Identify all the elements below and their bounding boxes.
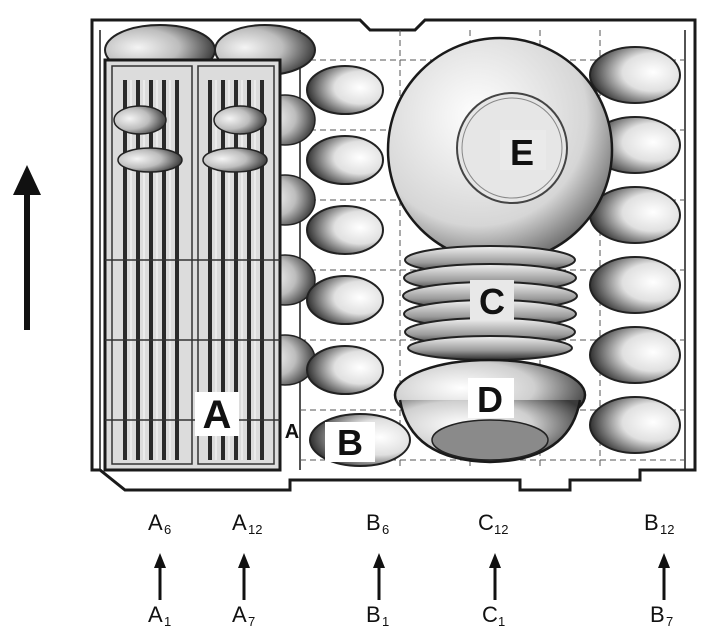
column-5-top-sub: 12 xyxy=(660,522,674,537)
cup-b2 xyxy=(306,345,384,395)
cup-b5 xyxy=(306,135,384,185)
column-2: A 12 A 7 xyxy=(232,510,262,629)
column-1-top-sub: 6 xyxy=(164,522,171,537)
plate-e: E xyxy=(386,36,614,264)
column-4: C 12 C 1 xyxy=(478,510,508,629)
column-1-top-label: A xyxy=(148,510,163,535)
column-5: B 12 B 7 xyxy=(644,510,674,629)
cup-b7 xyxy=(589,396,681,454)
loading-order-legend: A 6 A 1 A 12 A 7 B 6 B 1 C 12 xyxy=(148,510,674,629)
label-d: D xyxy=(477,379,503,420)
column-1-bottom-sub: 1 xyxy=(164,614,171,629)
cup-b6 xyxy=(306,65,384,115)
column-4-bottom-sub: 1 xyxy=(498,614,505,629)
column-3-top-sub: 6 xyxy=(382,522,389,537)
column-3-bottom-label: B xyxy=(366,602,381,627)
column-3-bottom-sub: 1 xyxy=(382,614,389,629)
label-e: E xyxy=(510,132,534,173)
column-5-bottom-label: B xyxy=(650,602,665,627)
cup-b3 xyxy=(306,275,384,325)
column-4-top-sub: 12 xyxy=(494,522,508,537)
label-b: B xyxy=(337,422,363,463)
cup-b4 xyxy=(306,205,384,255)
bowl-d: D xyxy=(393,358,587,464)
label-a: A xyxy=(203,393,232,437)
column-2-bottom-label: A xyxy=(232,602,247,627)
column-1: A 6 A 1 xyxy=(148,510,171,629)
direction-arrow xyxy=(13,165,41,330)
column-4-top-label: C xyxy=(478,510,494,535)
cup-b9 xyxy=(589,256,681,314)
label-c: C xyxy=(479,281,505,322)
cup-b8 xyxy=(589,326,681,384)
column-4-bottom-label: C xyxy=(482,602,498,627)
cup-b12 xyxy=(589,46,681,104)
cutlery-basket: A A xyxy=(103,24,316,472)
column-2-top-sub: 12 xyxy=(248,522,262,537)
column-5-bottom-sub: 7 xyxy=(666,614,673,629)
column-1-bottom-label: A xyxy=(148,602,163,627)
label-a-small: A xyxy=(285,421,299,443)
column-3-top-label: B xyxy=(366,510,381,535)
column-2-bottom-sub: 7 xyxy=(248,614,255,629)
column-5-top-label: B xyxy=(644,510,659,535)
column-2-top-label: A xyxy=(232,510,247,535)
column-3: B 6 B 1 xyxy=(366,510,389,629)
